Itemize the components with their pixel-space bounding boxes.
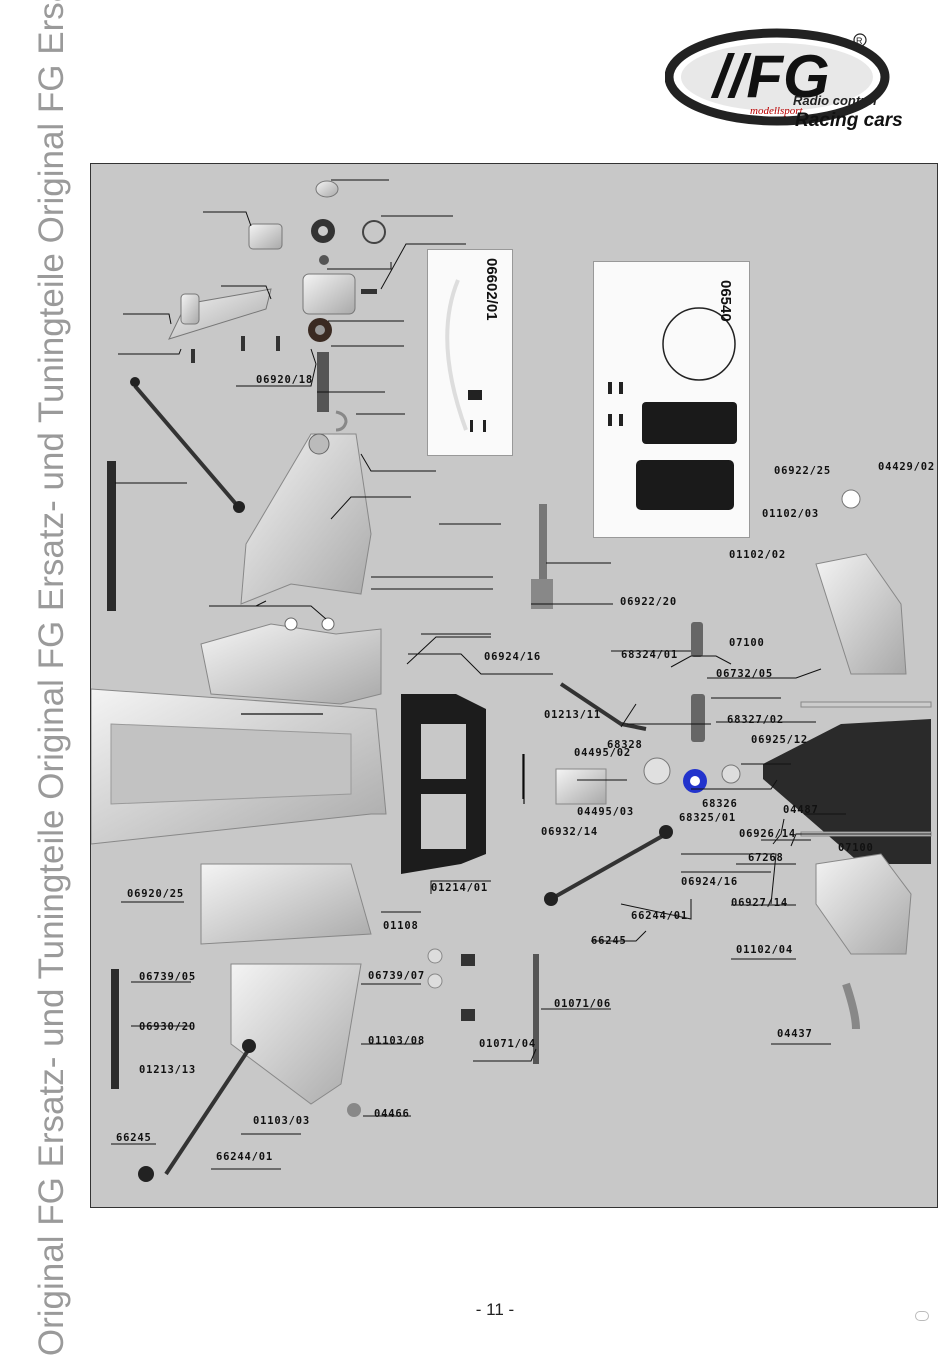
part-label: 04466: [374, 1108, 410, 1120]
part-label: 68327/02: [727, 714, 784, 726]
inset-06602-01: 06602/01: [427, 249, 513, 456]
fg-logo: //FG modellsport Radio control Racing ca…: [664, 22, 930, 140]
part-label: 06920/25: [127, 888, 184, 900]
part-label: 06932/14: [541, 826, 598, 838]
part-label: 04437: [777, 1028, 813, 1040]
part-label: 06930/20: [139, 1021, 196, 1033]
part-label: 01103/08: [368, 1035, 425, 1047]
part-label: 66244/01: [631, 910, 688, 922]
part-label: 07100: [838, 842, 874, 854]
inset-cable-drawing: [445, 279, 486, 432]
side-watermark-text: Original FG Ersatz- und Tuningteile Orig…: [32, 0, 71, 1356]
exploded-parts-diagram: 06602/01 06540 06920/18 06922/25 04429/0…: [90, 163, 938, 1208]
part-label: 66245: [116, 1132, 152, 1144]
part-label: 04495/02: [574, 747, 631, 759]
part-label: 68324/01: [621, 649, 678, 661]
part-label: 01213/13: [139, 1064, 196, 1076]
inset-code-left: 06602/01: [483, 258, 500, 321]
fg-logo-graphic: //FG modellsport Radio control Racing ca…: [664, 28, 903, 131]
part-label: 66244/01: [216, 1151, 273, 1163]
inset-06540: 06540: [593, 261, 750, 538]
part-label: 01102/04: [736, 944, 793, 956]
part-label: 06922/20: [620, 596, 677, 608]
part-label: 66245: [591, 935, 627, 947]
part-label: 01071/06: [554, 998, 611, 1010]
part-label: 06739/07: [368, 970, 425, 982]
part-label: 01102/02: [729, 549, 786, 561]
part-label: 06924/16: [681, 876, 738, 888]
part-label: 01108: [383, 920, 419, 932]
part-label: 06926/14: [739, 828, 796, 840]
inset-code-right: 06540: [717, 280, 734, 322]
svg-text:modellsport: modellsport: [750, 105, 804, 117]
part-label: 01071/04: [479, 1038, 536, 1050]
part-label: 68326: [702, 798, 738, 810]
logo-name: Racing cars: [795, 110, 903, 131]
part-label: 06925/12: [751, 734, 808, 746]
part-label: 06922/25: [774, 465, 831, 477]
corner-mark: [915, 1311, 929, 1321]
part-label: 01103/03: [253, 1115, 310, 1127]
part-label: 06927/14: [731, 897, 788, 909]
parts-drawing: [91, 179, 932, 1182]
part-label: 67268: [748, 852, 784, 864]
part-label: 06924/16: [484, 651, 541, 663]
part-label: 68325/01: [679, 812, 736, 824]
svg-text://FG: //FG: [710, 43, 830, 110]
page-number: - 11 -: [475, 1300, 515, 1319]
part-label: 68328: [607, 739, 643, 751]
part-label: 06920/18: [256, 374, 313, 386]
part-label: 07100: [729, 637, 765, 649]
part-label: 01213/11: [544, 709, 601, 721]
part-label: 04495/03: [577, 806, 634, 818]
part-label: 06732/05: [716, 668, 773, 680]
part-label: 06739/05: [139, 971, 196, 983]
logo-tagline: Radio control: [793, 93, 877, 108]
part-label: 01214/01: [431, 882, 488, 894]
part-label: 01102/03: [762, 508, 819, 520]
svg-text:R: R: [856, 36, 863, 46]
part-label: 04487: [783, 804, 819, 816]
inset-box-drawing: [608, 307, 737, 510]
part-label: 04429/02: [878, 461, 935, 473]
